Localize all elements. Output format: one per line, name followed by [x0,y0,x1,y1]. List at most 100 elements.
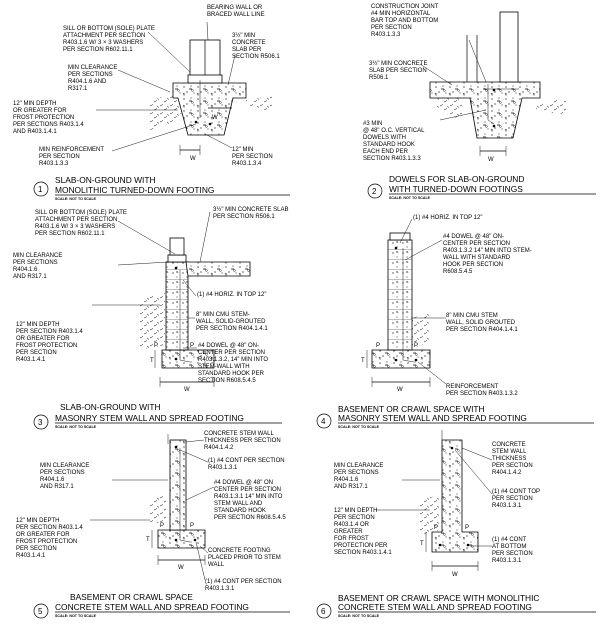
dim-w: W [184,387,190,393]
stud-wall [499,11,519,83]
dim-p: P [465,525,469,531]
dim-p: P [160,523,164,529]
dim-w: W [212,115,218,121]
detail-title: CONCRETE STEM WALL AND SPREAD FOOTING [338,602,532,612]
dim-p: P [154,343,158,349]
dim-p: P [414,343,418,349]
cmu-stem-wall [165,261,189,351]
dim-t: T [146,537,150,543]
detail-number: 1 [38,185,43,194]
detail-number-circle [316,413,332,429]
dim-w: W [488,157,494,163]
label-horiz: (1) #4 HORIZ. IN TOP 12" [197,292,267,298]
svg-text:(1) #4 HORIZ. IN TOP 12": (1) #4 HORIZ. IN TOP 12" [413,215,483,221]
scale-note: SCALE: NOT TO SCALE [389,196,431,200]
detail-title: MONOLITHIC TURNED-DOWN FOOTING [55,185,214,195]
detail-number: 2 [372,187,377,196]
dim-w: W [452,572,458,578]
detail-title: SLAB-ON-GROUND WITH [60,402,161,412]
earth-hatch [246,96,272,112]
earth-hatch [150,92,185,130]
detail-title: MASONRY STEM WALL AND SPREAD FOOTING [55,413,244,423]
scale-note: SCALE: NOT TO SCALE [338,425,380,429]
detail-number: 5 [38,607,43,616]
detail-number-circle [33,181,49,197]
svg-text:#4 DOWEL @ 48" ON-CENTER PER S: #4 DOWEL @ 48" ON-CENTER PER SECTIONR403… [443,234,532,275]
turned-down-footing [172,82,247,136]
monolithic-stem-footing [431,439,479,553]
spread-footing [371,349,431,369]
dim-p: P [190,523,194,529]
scale-note: SCALE: NOT TO SCALE [55,425,97,429]
scale-note: SCALE: NOT TO SCALE [338,614,380,618]
label-horiz: (1) #4 HORIZ. IN TOP 12" [413,215,483,221]
detail-number: 6 [321,607,326,616]
detail-number-circle [367,183,383,199]
dim-p: P [434,525,438,531]
slab [185,261,251,277]
detail-number: 3 [38,418,43,427]
detail-number-circle [33,414,49,430]
detail-number-circle [316,603,332,619]
detail-number: 4 [321,417,326,426]
detail-title: BASEMENT OR CRAWL SPACE WITH [338,404,485,414]
dim-w: W [397,387,403,393]
detail-title: MASONRY STEM WALL AND SPREAD FOOTING [338,413,527,423]
svg-text:#4 DOWEL @ 48" ON-CENTER PER S: #4 DOWEL @ 48" ON-CENTER PER SECTIONR403… [198,343,268,384]
concrete-stem-wall [169,439,187,531]
dim-p: P [190,343,194,349]
